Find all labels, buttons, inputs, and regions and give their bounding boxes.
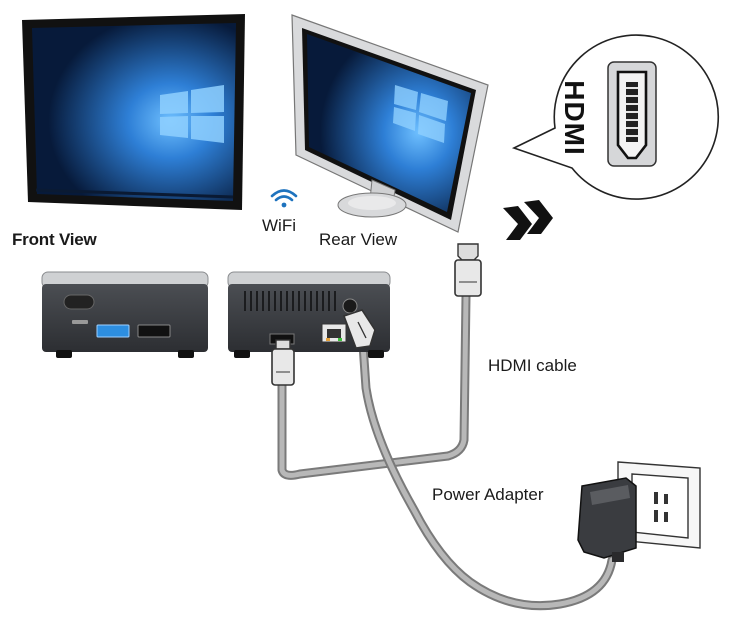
hdmi-cable-label: HDMI cable [488,356,577,375]
hdmi-plug-monitor [454,243,482,297]
cables [277,291,617,611]
direction-chevrons-icon [503,200,553,240]
usb2-port [137,324,171,338]
hdmi-plug-pc [271,339,295,386]
hdmi-port-label: HDMI [559,80,590,156]
mini-pc-rear [227,271,391,358]
dc-plug [342,309,376,349]
wifi-label: WiFi [262,216,296,235]
vent-grille [244,291,336,311]
front-view-label: Front View [12,230,97,249]
wifi-icon [270,189,298,208]
mini-pc-front [41,271,209,358]
power-adapter [577,477,637,562]
rear-view-label: Rear View [319,230,398,249]
usb3-port [96,324,130,338]
power-adapter-label: Power Adapter [432,485,544,504]
power-button [63,294,95,310]
windows-logo [160,85,224,143]
hdmi-callout [511,34,720,200]
front-monitor [22,14,245,210]
rear-monitor [291,14,489,233]
dc-jack [342,298,358,314]
hdmi-port-icon [616,70,648,160]
